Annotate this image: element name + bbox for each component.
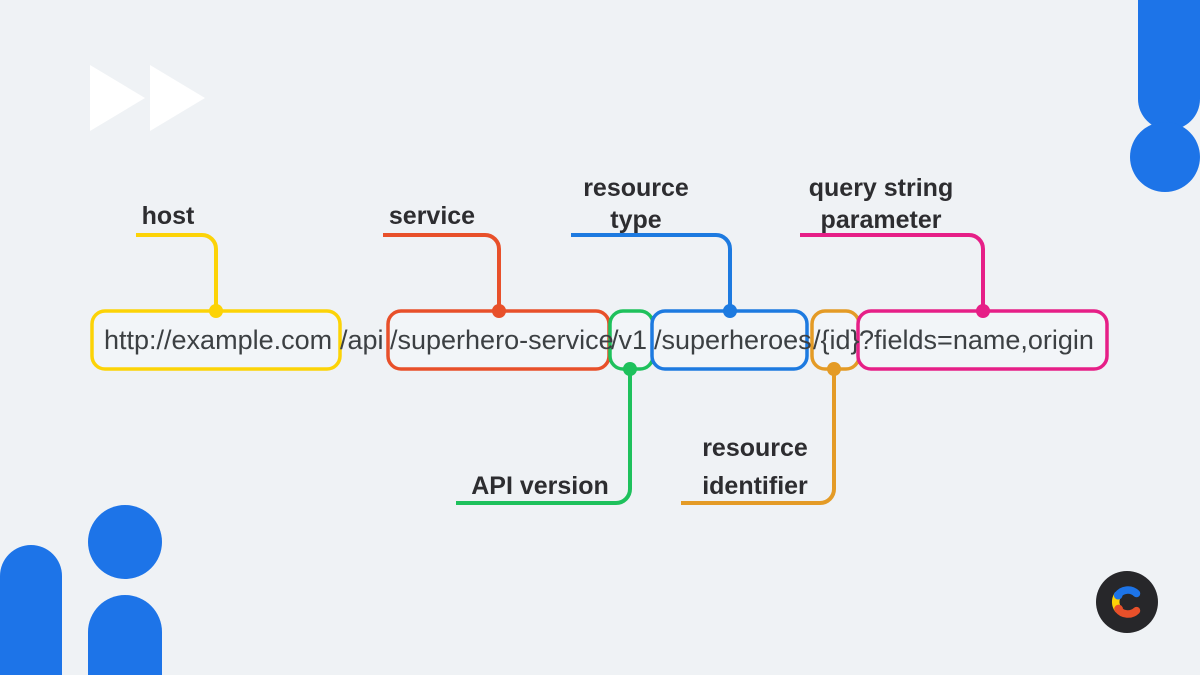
callout-label-service: service [389, 202, 475, 230]
connector-dot-resource-type [723, 304, 737, 318]
connector-dot-query-parameter [976, 304, 990, 318]
decor-bottom-left-bar-2 [88, 595, 162, 675]
url-segment-resource-type: /superheroes [654, 325, 812, 355]
connector-dot-service [492, 304, 506, 318]
callout-label-resource-type-line2: type [610, 206, 662, 234]
decor-top-right-circle [1130, 122, 1200, 192]
brand-c-logo-icon [1111, 586, 1141, 618]
callout-label-host: host [142, 202, 195, 230]
connector-api-version [456, 368, 632, 505]
play-arrow-icon [150, 65, 205, 131]
connector-host [136, 233, 218, 310]
connector-resource-type [571, 233, 732, 310]
url-segment-query-parameter: ?fields=name,origin [859, 325, 1094, 355]
decor-bottom-left-circle [88, 505, 162, 579]
callout-label-api-version: API version [471, 472, 609, 500]
url-segment-resource-id: /{id} [813, 325, 860, 355]
connector-query-parameter [800, 233, 985, 310]
connector-dot-resource-identifier [827, 362, 841, 376]
url-segment-api-version: /v1 [611, 325, 647, 355]
callout-label-resource-identifier-line1: resource [702, 434, 808, 462]
url-segment-path-api: /api [340, 325, 384, 355]
play-arrow-icon [90, 65, 145, 131]
decor-bottom-left-bar [0, 545, 62, 675]
connector-dot-api-version [623, 362, 637, 376]
callout-label-query-parameter-line2: parameter [821, 206, 942, 234]
brand-logo [1096, 571, 1158, 633]
callout-label-query-parameter-line1: query string [809, 174, 953, 202]
url-segment-host: http://example.com [104, 325, 332, 355]
callout-label-resource-identifier-line2: identifier [702, 472, 808, 500]
connector-dot-host [209, 304, 223, 318]
callout-label-resource-type-line1: resource [583, 174, 689, 202]
url-segment-service: /superhero-service [390, 325, 614, 355]
decor-top-right-bar [1138, 0, 1200, 130]
connector-resource-identifier [681, 368, 836, 505]
connector-service [383, 233, 501, 310]
